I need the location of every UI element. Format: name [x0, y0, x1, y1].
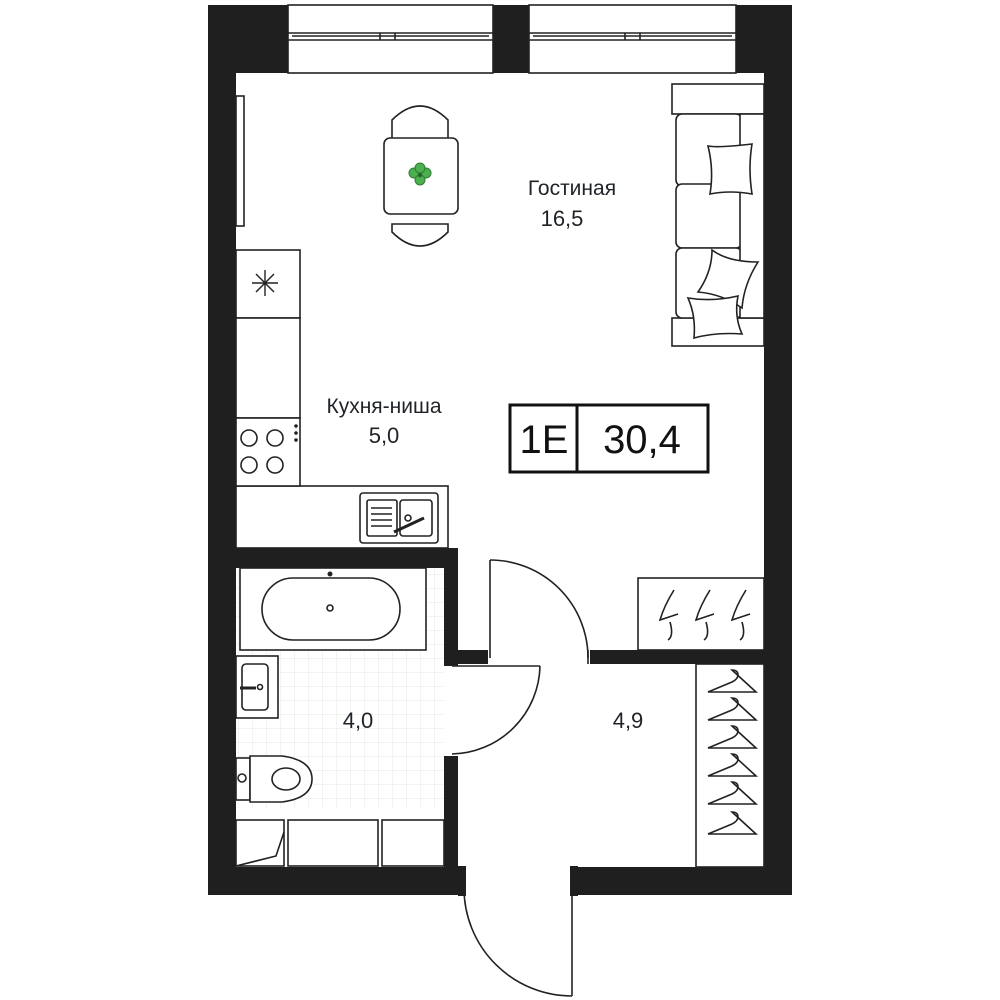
hanger-icon [707, 781, 759, 805]
door-swing-icon[interactable] [463, 887, 573, 997]
bathroom-area: 4,0 [343, 708, 374, 733]
apartment-badge: 1E 30,4 [508, 403, 710, 474]
hanger-icon [707, 669, 759, 693]
window-icon [528, 4, 737, 74]
door-swing-icon[interactable] [451, 665, 541, 755]
wardrobe [637, 577, 765, 651]
door-swing-icon[interactable] [489, 559, 589, 664]
kitchen-area: 5,0 [369, 423, 400, 448]
kitchen-name: Кухня-ниша [326, 395, 441, 418]
hanger-icon [707, 697, 759, 721]
total-area: 30,4 [603, 418, 681, 462]
hanger-icon [658, 589, 679, 641]
hanger-icon [694, 589, 715, 641]
living-room-name: Гостиная [528, 177, 616, 200]
living-room-area: 16,5 [541, 206, 584, 231]
sink-icon [359, 492, 439, 544]
hanger-icon [707, 811, 759, 835]
pillow-icon [696, 248, 760, 310]
washbasin-icon [235, 655, 279, 719]
hall-area: 4,9 [613, 708, 644, 733]
kitchen-counter [235, 249, 449, 549]
stove-icon [235, 417, 301, 487]
bathroom-cabinet [235, 819, 445, 867]
bathtub-icon [239, 567, 427, 651]
window-icon [287, 4, 494, 74]
hanger-icon [707, 753, 759, 777]
pillow-icon [706, 143, 753, 196]
hanger-icon [707, 725, 759, 749]
wall-panel [235, 95, 245, 227]
plant-icon [408, 162, 432, 186]
fridge-icon [252, 270, 278, 296]
toilet-icon [235, 755, 313, 803]
walls [208, 5, 792, 896]
hanger-icon [730, 589, 751, 641]
pillow-icon [686, 294, 744, 340]
wardrobe [695, 663, 765, 868]
apartment-type: 1E [520, 418, 569, 462]
dining-table-icon [383, 105, 459, 247]
